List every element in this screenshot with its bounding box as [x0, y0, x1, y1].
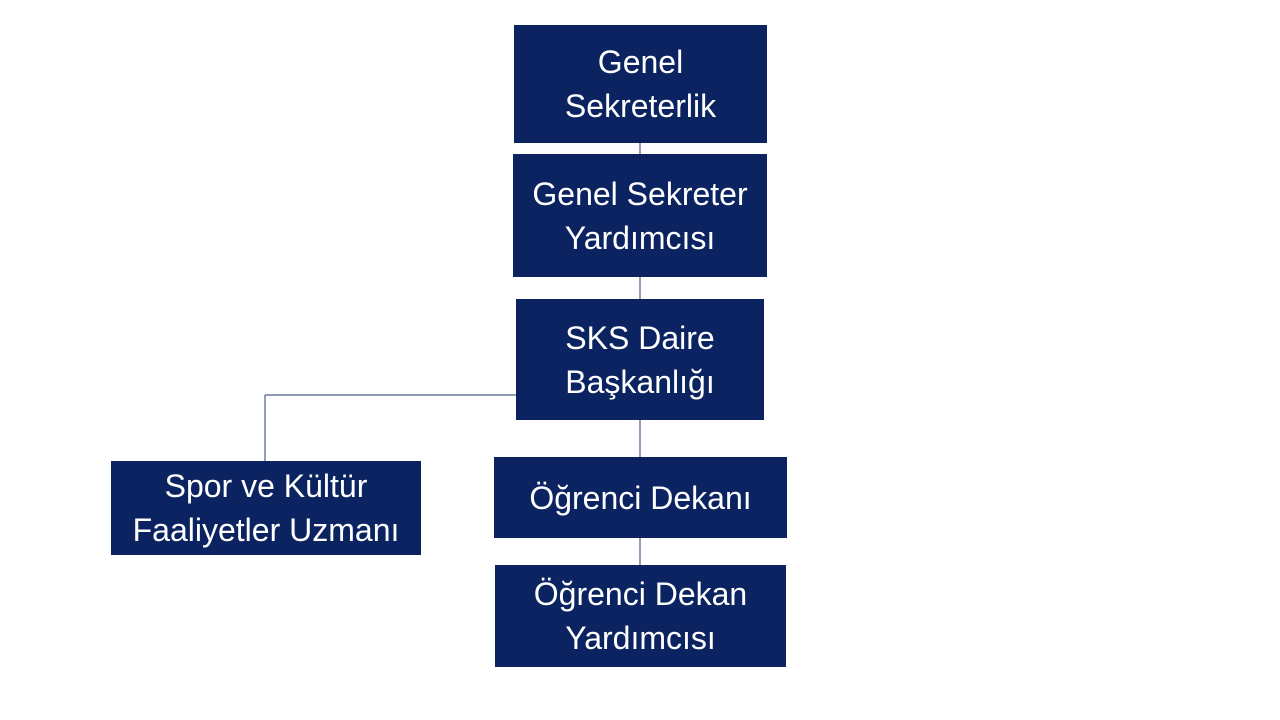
node-spor-ve-kultur-faaliyetler-uzmani: Spor ve Kültür Faaliyetler Uzmanı [111, 461, 421, 555]
node-ogrenci-dekani: Öğrenci Dekanı [494, 457, 787, 538]
node-label-line: Yardımcısı [564, 219, 716, 256]
node-label-line: Başkanlığı [565, 363, 715, 400]
node-label-line: Faaliyetler Uzmanı [132, 512, 400, 548]
node-label-line: Genel [597, 44, 684, 80]
node-genel-sekreterlik: Genel Sekreterlik [514, 25, 767, 143]
node-label-line: Genel Sekreter [532, 175, 748, 212]
node-sks-daire-baskanligi: SKS Daire Başkanlığı [516, 299, 764, 420]
node-label-line: Spor ve Kültür [164, 468, 368, 504]
node-ogrenci-dekan-yardimcisi: Öğrenci Dekan Yardımcısı [495, 565, 786, 667]
node-label-line: Öğrenci Dekan [533, 576, 748, 612]
node-genel-sekreter-yardimcisi: Genel Sekreter Yardımcısı [513, 154, 767, 277]
node-label-line: Sekreterlik [564, 88, 717, 124]
node-label-line: Yardımcısı [565, 620, 716, 656]
node-label-line: SKS Daire [565, 319, 715, 356]
node-label-line: Öğrenci Dekanı [529, 479, 752, 516]
